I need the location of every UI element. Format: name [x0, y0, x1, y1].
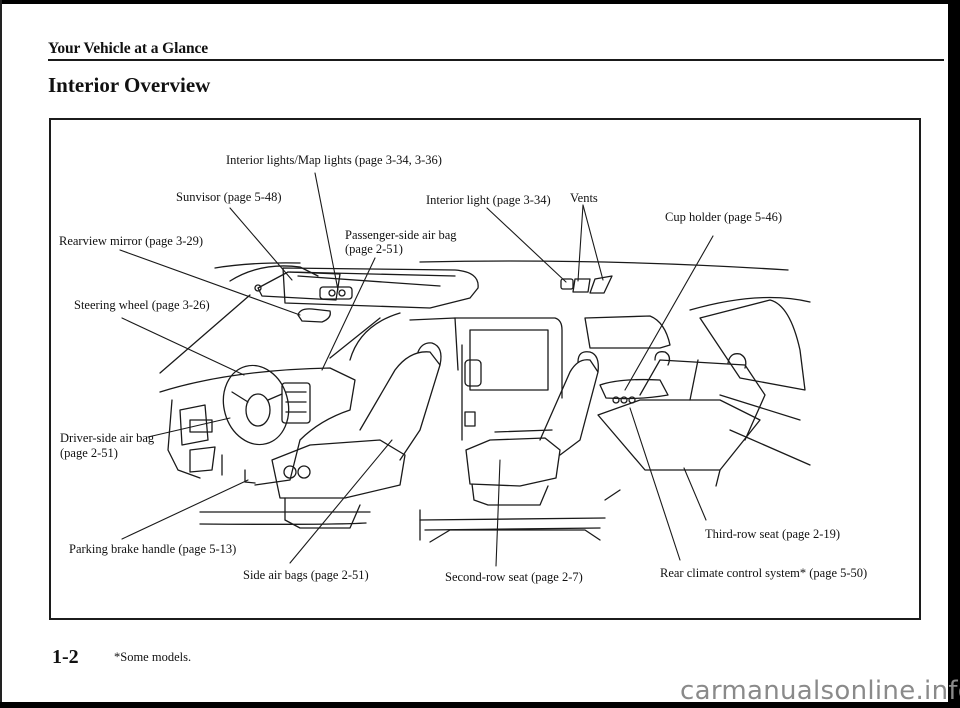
scan-border-left [0, 0, 2, 708]
footnote: *Some models. [114, 650, 192, 664]
callout-interior-light: Interior light (page 3-34) [426, 193, 551, 207]
rearview-mirror-drawing [297, 308, 331, 323]
scan-border-bottom [0, 702, 960, 708]
page-number: 1-2 [52, 646, 79, 668]
roof-outline [214, 260, 789, 309]
callout-passenger-air-bag-page: (page 2-51) [345, 242, 403, 256]
callout-vents: Vents [570, 191, 598, 205]
callout-leaders [119, 172, 714, 567]
callout-third-row-seat: Third-row seat (page 2-19) [705, 527, 841, 541]
callout-side-air-bags: Side air bags (page 2-51) [243, 568, 369, 582]
third-row-seat-drawing [597, 351, 766, 487]
floor-outline [199, 489, 621, 543]
scan-border-right [948, 0, 960, 708]
header-rule [48, 59, 944, 61]
callout-interior-map-lights: Interior lights/Map lights (page 3-34, 3… [226, 153, 442, 167]
callout-driver-air-bag: Driver-side air bag [60, 431, 155, 445]
callout-cup-holder: Cup holder (page 5-46) [665, 210, 782, 224]
dashboard-drawing [159, 367, 356, 486]
side-door-drawing [454, 317, 563, 441]
rear-vents-drawing [560, 275, 613, 294]
callout-sunvisor: Sunvisor (page 5-48) [176, 190, 282, 204]
callout-rearview-mirror: Rearview mirror (page 3-29) [59, 234, 204, 248]
callout-rear-climate: Rear climate control system* (page 5-50) [660, 566, 868, 580]
map-lights-drawing [319, 286, 353, 300]
steering-wheel-drawing [222, 364, 290, 446]
section-header: Your Vehicle at a Glance [48, 40, 209, 57]
callout-second-row-seat: Second-row seat (page 2-7) [445, 570, 583, 584]
watermark: carmanualsonline.info [680, 676, 960, 706]
second-row-seat-drawing [465, 351, 599, 506]
callout-parking-brake: Parking brake handle (page 5-13) [69, 542, 237, 556]
front-seat-drawing [271, 342, 442, 529]
page-title: Interior Overview [48, 73, 211, 97]
callout-passenger-air-bag: Passenger-side air bag [345, 228, 457, 242]
callout-steering-wheel: Steering wheel (page 3-26) [74, 298, 210, 312]
callout-driver-air-bag-page: (page 2-51) [60, 446, 118, 460]
scan-border-top [0, 0, 960, 4]
figure-frame [49, 118, 921, 620]
